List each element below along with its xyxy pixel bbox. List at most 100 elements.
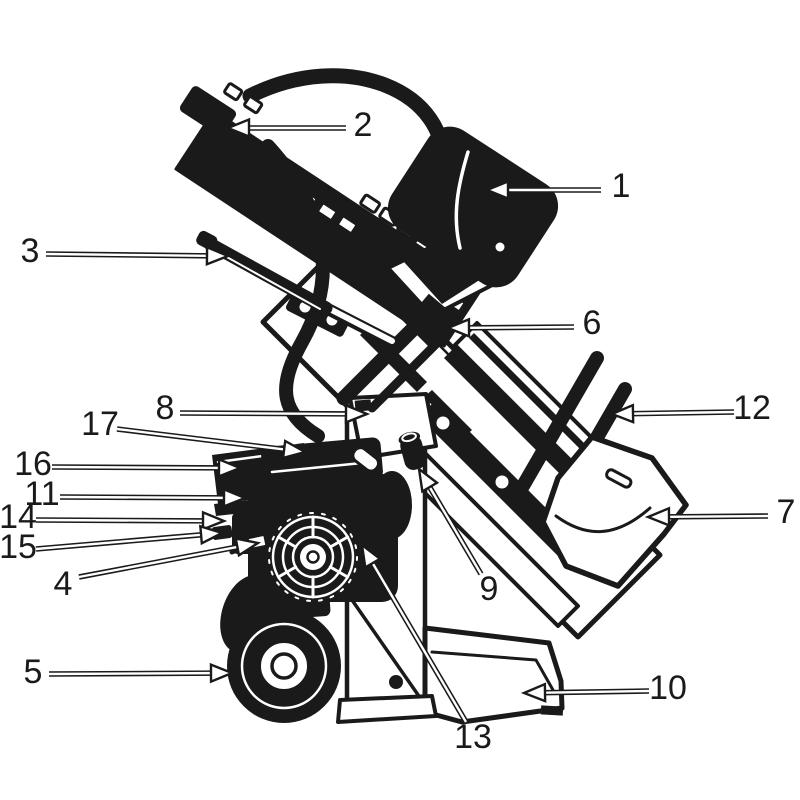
handle-cover-part1 [387,126,559,288]
leader-line [51,465,220,470]
callout-9: 9 [417,466,499,608]
column-gusset-line [350,598,432,714]
cylinder-fitting [316,201,339,222]
callout-12: 12 [608,389,771,427]
callout-number-9: 9 [480,570,499,608]
cylinder-rod [336,314,428,406]
leader-arrowhead [201,510,228,532]
leader-arrowhead [209,662,236,684]
leader-line [78,545,238,579]
leader-line [371,562,468,723]
callout-number-5: 5 [24,653,43,691]
callout-number-16: 16 [14,445,52,483]
callout-number-8: 8 [156,389,175,427]
leader-arrowhead [217,457,244,479]
leader-arrowhead [234,537,262,558]
callout-number-12: 12 [733,389,771,427]
tire-sidewall-ring [240,622,328,710]
foot-plate-part7 [540,434,689,589]
leader-arrowhead [644,506,671,528]
callout-number-15: 15 [0,528,37,566]
cylinder-fitting [243,95,264,115]
leader-line [544,689,650,694]
foot-plate-slot [605,468,633,489]
starter-hub [300,544,326,570]
base-foot-pad [540,705,564,716]
callout-1: 1 [483,167,631,205]
wheel-hub-cap [270,652,298,680]
callout-number-1: 1 [612,167,631,205]
rail-bolt-hole [495,475,509,489]
handle-grip [196,230,218,250]
leader-line [179,411,347,416]
leader-arrowhead [483,179,510,201]
callout-8: 8 [156,389,371,427]
cylinder-fitting [223,82,244,102]
leader-line [468,325,575,330]
callout-number-4: 4 [54,565,73,603]
rail-bolt-hole [436,416,450,430]
callout-number-7: 7 [777,493,796,531]
engine [211,437,412,620]
starter-vanes [276,515,350,599]
cylinder-rod-2 [367,331,449,413]
leader-line [59,495,225,500]
callout-number-2: 2 [354,106,373,144]
callout-7: 7 [644,493,796,531]
starter-grip [351,446,381,473]
handle-highlight [215,250,321,310]
leader-arrowhead [222,487,249,509]
callout-11: 11 [24,475,249,513]
leader-line [668,514,769,519]
hydraulic-hose-lower [261,139,330,443]
handle-rod-highlight [321,303,395,344]
starter-rim-dots [268,512,358,602]
leader-arrowhead [205,245,232,267]
callout-number-3: 3 [21,232,40,270]
leader-line [48,671,212,676]
cylinder-fitting [336,214,359,235]
handle-part3 [203,237,333,315]
callout-13: 13 [360,542,492,756]
callout-14: 14 [0,498,228,536]
leader-arrowhead [608,403,635,424]
callout-6: 6 [444,304,602,342]
pivot-hinge [354,399,372,412]
leader-arrowhead [520,682,547,703]
callout-5: 5 [24,653,236,691]
muffler [372,471,412,539]
support-rod-part12 [509,351,604,505]
callout-2: 2 [224,106,373,144]
callout-number-6: 6 [583,304,602,342]
handle-cover-hole [495,242,505,252]
leader-line [35,518,204,523]
callout-number-13: 13 [454,718,492,756]
knob-part9 [398,431,427,470]
leader-line [45,252,208,257]
callout-4: 4 [54,537,262,603]
foot-plate-line [554,506,652,534]
leader-line [116,427,285,451]
leader-arrowhead [281,439,309,460]
callout-17: 17 [81,405,309,460]
base-bolt [389,675,403,689]
callout-number-11: 11 [24,475,59,513]
callout-number-17: 17 [81,405,119,443]
leader-arrowhead [224,117,251,139]
leader-arrowhead [360,542,383,570]
callout-15: 15 [0,524,226,566]
callout-10: 10 [520,669,687,707]
cylinder-clevis [179,86,237,136]
callout-16: 16 [14,445,244,483]
base-ridge-line [430,650,555,692]
callout-3: 3 [21,232,232,270]
leader-arrowhead [344,403,371,425]
callout-number-10: 10 [649,669,687,707]
callout-number-14: 14 [0,498,37,536]
air-cleaner-seam [270,460,374,474]
column-foot [336,694,438,724]
leader-line [632,410,735,415]
